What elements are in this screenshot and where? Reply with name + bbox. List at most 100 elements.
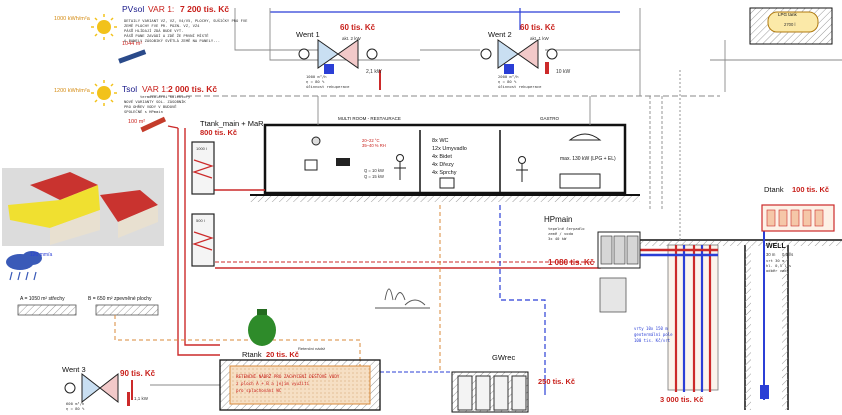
exchanger-icon: [337, 39, 359, 69]
rain-label: 120 mm/a: [30, 252, 52, 258]
rainwater-lines: [114, 205, 441, 370]
gastro-label: GASTRO: [540, 116, 560, 121]
dtank-cell: [766, 209, 776, 227]
building-outline: [263, 123, 627, 195]
surface-a-label: A = 1050 m² střechy: [20, 296, 65, 302]
dtank-cell: [778, 209, 788, 227]
boiler-icon: [599, 277, 627, 313]
screen-icon: [304, 159, 318, 171]
rtank-desc: Retenční nádrž: [298, 346, 325, 351]
hpmain-cost: 1 080 tis. Kč: [548, 258, 595, 267]
borehole-cost: 3 000 tis. Kč: [660, 395, 703, 404]
surface-b-label: B = 650 m² zpevněné plochy: [88, 296, 152, 302]
went2-note: účinnost rekuperace: [498, 84, 542, 89]
exchanger-icon: [497, 39, 519, 69]
tsol-note: SPOLEČNÉ s HPmain: [124, 109, 163, 114]
dtank-cost: 100 tis. Kč: [792, 185, 829, 194]
interior-fixtures: [304, 133, 602, 189]
coil-icon: [192, 231, 214, 251]
tsol-variant: VAR 1:: [142, 84, 168, 94]
went1-cost: 60 tis. Kč: [340, 23, 376, 32]
duct-line: [150, 384, 221, 400]
hpmain-note: země / voda: [548, 231, 573, 236]
room-heating: Q = 15 kW: [364, 174, 384, 179]
lpg-tank-body: [767, 11, 819, 33]
multiroom-label: MULTI ROOM - RESTAURACE: [338, 116, 401, 121]
heating-pipe: [167, 125, 179, 129]
tsol-cost: 2 000 tis. Kč: [168, 84, 217, 94]
water-pipe: [499, 205, 546, 375]
gwrec-unit: [511, 375, 527, 411]
borehole-note: 100 tis. Kč/vrt: [634, 338, 671, 343]
render-roof-2: [100, 190, 158, 222]
pv-note: PÁSŮ PANE ZAVÁDÍ A ZDĚ ŽE PRVNÍ MÍSTĚ: [124, 33, 209, 38]
surfaces: [17, 304, 159, 316]
device-icon: [336, 158, 350, 166]
borehole-field: [640, 244, 719, 392]
hpmain-title: HPmain: [544, 215, 572, 224]
render-roof: [30, 172, 98, 200]
fan-icon: [366, 48, 378, 60]
exchanger-icon: [81, 372, 101, 404]
heat-pump-icon: [613, 235, 626, 265]
room-temp: 20–22 °C: [362, 138, 380, 143]
building-structure: [150, 95, 842, 246]
retention-note: z ploch A + B a jejím využití: [236, 381, 310, 386]
render-wall-2: [50, 210, 100, 245]
gwrec-title: GWrec: [492, 353, 515, 362]
went1-note: účinnost rekuperace: [306, 84, 350, 89]
pv-panel-icon: [118, 49, 147, 64]
pv-note: A PANELY ZÁSOBIKÝ SVĚTLÁ ZEMĚ NA PANELY.…: [124, 38, 220, 43]
tsol-irradiance: 1200 kWh/m²a: [54, 88, 91, 94]
well-pump: [760, 385, 769, 399]
labels: PVsol VAR 1: 7 200 tis. Kč 1000 kWh/m²a …: [20, 4, 829, 411]
pv-irradiance: 1000 kWh/m²a: [54, 16, 91, 22]
went2-note: 2000 m³/h: [498, 74, 519, 79]
went2-note: η = 80 %: [498, 79, 517, 84]
lamp-icon: [311, 136, 321, 146]
pv-note: DETAILY VARIANT VZ, VZ, V4/V5, PLOCHY, S…: [124, 18, 248, 23]
fan-icon: [480, 48, 492, 60]
well-note: odběr vody: [766, 268, 790, 273]
paved-surface-b: [95, 304, 159, 316]
rtank-cost: 20 tis. Kč: [266, 350, 299, 359]
went3-elec: 1,1 kW: [134, 396, 149, 401]
duct-line: [269, 8, 420, 61]
retention-note: pro splachování WC: [236, 388, 282, 393]
tsol-note: PRO OHŘEV VODY V BUDOVĚ: [124, 104, 177, 109]
gwrec-cost: 250 tis. Kč: [538, 377, 575, 386]
went2-power: akt. 1 kW: [530, 36, 550, 41]
sun-pv: [91, 14, 147, 64]
pv-note: PÁSŮ HLÍDAJÍ ZDÁ BUDE VYT.: [124, 28, 183, 33]
tsol-note: NOVÉ VARIANTY SOL. ZÁSOBNÍK: [124, 99, 186, 104]
went1-note: η = 80 %: [306, 79, 325, 84]
tsol-title: Tsol: [122, 84, 137, 94]
hpmain-note: tepelné čerpadlo: [548, 226, 585, 231]
ttank-volume: 1000 l: [196, 146, 207, 151]
went2-title: Went 2: [488, 30, 512, 39]
building-render: [2, 168, 164, 246]
borehole-note: vrty 10x 150 m: [634, 326, 668, 331]
room-humidity: 35–40 % RH: [362, 143, 386, 148]
gwrec-unit: [493, 375, 509, 411]
heat-pump-icon: [626, 235, 639, 265]
lpg-label: LPG tank: [778, 12, 798, 17]
went1-unit: [298, 39, 378, 74]
well-flow: 0,5 l/s: [782, 252, 793, 257]
went1-elec: 2,1 kW: [366, 69, 382, 75]
retention-note: RETENČNÍ NÁDRŽ PRO ZACHYCENÍ DEŠŤOVÉ VOD…: [236, 374, 340, 379]
dtank-cell: [790, 209, 800, 227]
heater-bar: [127, 392, 130, 406]
rtank-icon: [248, 314, 276, 346]
tsol-area: 100 m²: [128, 119, 145, 125]
went2-cost: 60 tis. Kč: [520, 23, 556, 32]
person-icon: [518, 156, 526, 164]
ttank-lower: [191, 213, 215, 267]
pv-note: ZEMĚ PLOCHY FVE PR. POZN. VZ, VZ4: [124, 23, 200, 28]
pv-variant: VAR 1:: [148, 4, 174, 14]
went1-power: akt. 2 kW: [342, 36, 362, 41]
wc-item: 4x Dřezy: [432, 162, 454, 168]
lpg-tank: [749, 7, 833, 45]
render-roof-yellow: [8, 185, 100, 228]
well-hatch: [745, 245, 751, 410]
